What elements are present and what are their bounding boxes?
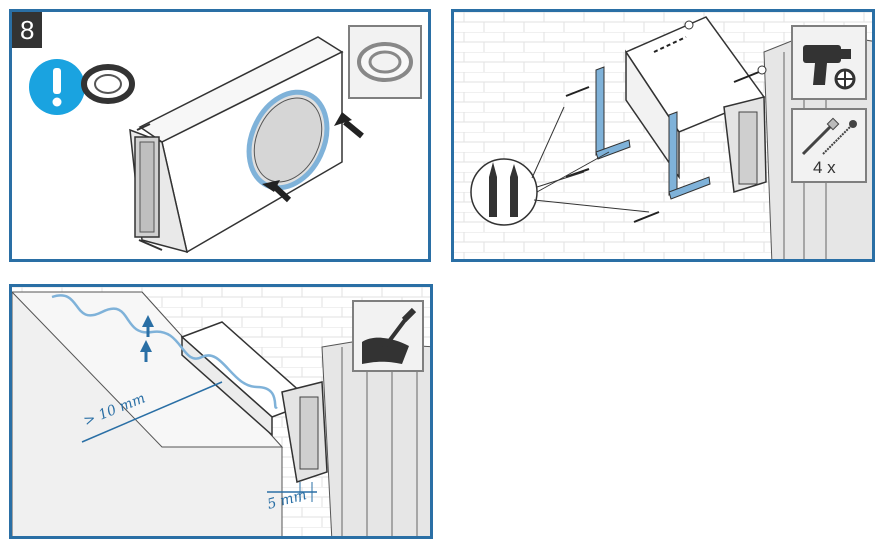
sealant-trowel-icon bbox=[362, 307, 417, 364]
step-9-panel: 9 bbox=[451, 9, 875, 262]
seal-ring-small-icon bbox=[81, 64, 135, 104]
sealant-trowel-icon-box bbox=[352, 300, 424, 372]
up-arrow-icon bbox=[142, 315, 154, 327]
step-10-panel: 10 > 10 mm bbox=[9, 284, 433, 539]
up-arrow-icon bbox=[140, 340, 152, 352]
seal-ring-icon-box bbox=[348, 25, 422, 99]
mounting-bracket bbox=[595, 66, 711, 200]
screws-icon-box: 4 x bbox=[791, 108, 867, 183]
step-number-8: 8 bbox=[12, 12, 43, 48]
screwdriver-bits-icon bbox=[470, 106, 650, 226]
drill-icon-box bbox=[791, 25, 867, 100]
warning-icon bbox=[29, 59, 85, 115]
airflow-gap-indicator bbox=[51, 294, 278, 409]
step-8-illustration bbox=[29, 36, 364, 254]
seal-ring-icon bbox=[357, 42, 413, 82]
screws-icon bbox=[801, 117, 857, 156]
step-8-panel: 8 bbox=[9, 9, 431, 262]
screw-count: 4 x bbox=[813, 158, 836, 177]
drill-icon bbox=[803, 45, 856, 90]
hood-box bbox=[129, 36, 364, 254]
screw bbox=[565, 36, 760, 223]
